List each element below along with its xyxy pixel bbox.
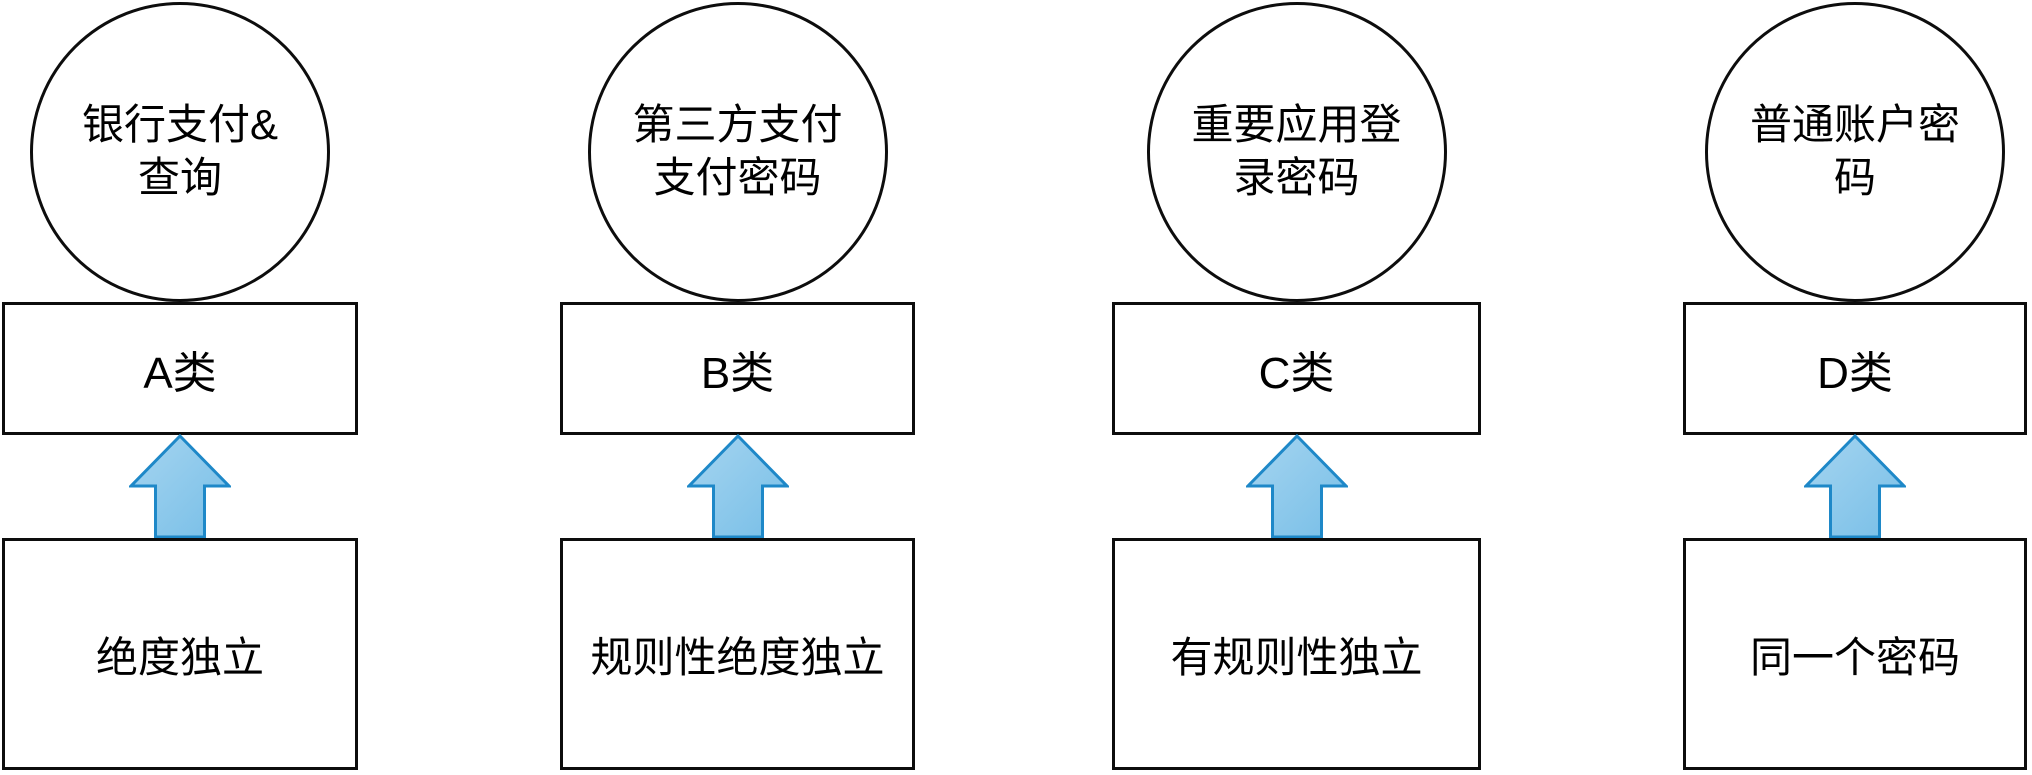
usage-circle-a: 银行支付& 查询 <box>30 2 330 302</box>
usage-circle-c: 重要应用登 录密码 <box>1146 2 1447 302</box>
tier-column-d: 普通账户密 码 D类 同一个密码 <box>1683 0 2027 775</box>
usage-circle-d: 普通账户密 码 <box>1705 2 2005 302</box>
class-box-b: B类 <box>560 302 915 435</box>
class-box-d: D类 <box>1683 302 2027 435</box>
tier-column-b: 第三方支付 支付密码 B类 规则性绝度独立 <box>560 0 915 775</box>
rule-box-b: 规则性绝度独立 <box>560 538 915 770</box>
class-box-c: C类 <box>1112 302 1481 435</box>
up-arrow-icon <box>129 434 231 539</box>
rule-box-c: 有规则性独立 <box>1112 538 1481 770</box>
up-arrow-icon <box>1245 434 1348 539</box>
tier-column-c: 重要应用登 录密码 C类 有规则性独立 <box>1112 0 1481 775</box>
rule-box-d: 同一个密码 <box>1683 538 2027 770</box>
up-arrow-icon <box>1804 434 1906 539</box>
usage-circle-b: 第三方支付 支付密码 <box>587 2 888 302</box>
rule-box-a: 绝度独立 <box>2 538 358 770</box>
class-box-a: A类 <box>2 302 358 435</box>
up-arrow-icon <box>686 434 789 539</box>
tier-column-a: 银行支付& 查询 A类 绝度独立 <box>2 0 358 775</box>
